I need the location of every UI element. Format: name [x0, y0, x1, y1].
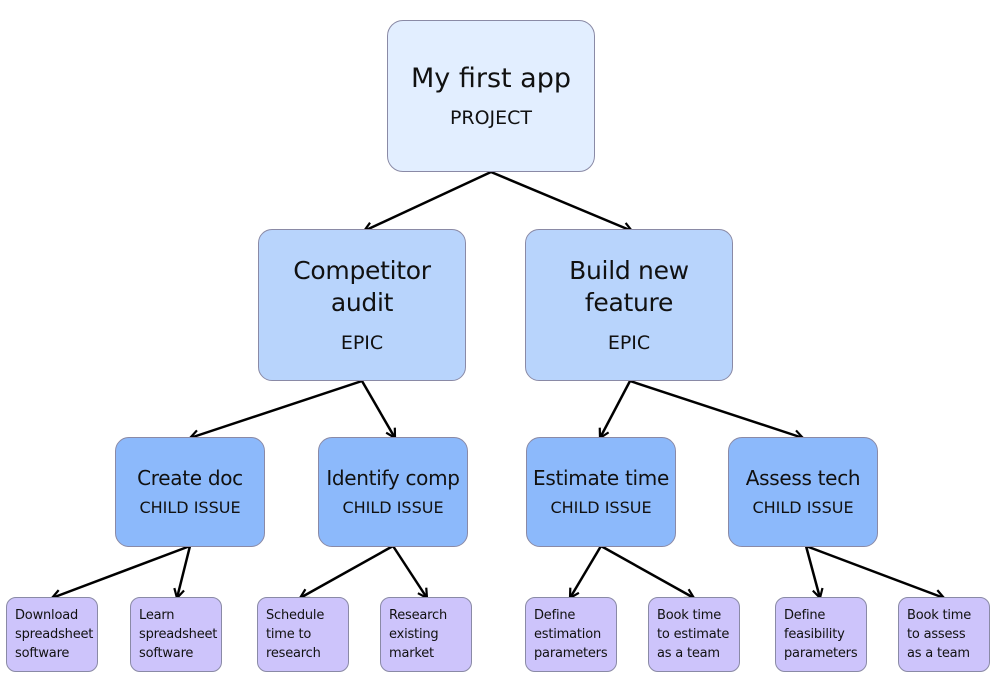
task-node-book-time-estimate: Book time to estimate as a team — [648, 597, 740, 672]
task-node-schedule-research: Schedule time to research — [257, 597, 349, 672]
task-node-download-spreadsheet: Download spreadsheet software — [6, 597, 98, 672]
child-issue-node-identify-comp: Identify comp CHILD ISSUE — [318, 437, 468, 547]
arrow-create-doc-to-learn — [177, 545, 192, 598]
child-issue-type-label: CHILD ISSUE — [342, 498, 444, 517]
arrow-assess-tech-to-define-feasibility — [804, 545, 820, 598]
epic-node-build-new-feature: Build new feature EPIC — [525, 229, 733, 381]
task-label: Book time to estimate as a team — [657, 608, 730, 661]
arrow-build-feature-to-estimate-time — [600, 380, 632, 438]
arrow-estimate-time-to-book-estimate — [600, 544, 694, 598]
child-issue-node-assess-tech: Assess tech CHILD ISSUE — [728, 437, 878, 547]
epic-type-label: EPIC — [607, 332, 651, 354]
epic-node-competitor-audit: Competitor audit EPIC — [258, 229, 466, 381]
task-label: Schedule time to research — [266, 608, 325, 661]
project-title: My first app — [410, 63, 572, 94]
task-label: Learn spreadsheet software — [139, 608, 218, 661]
arrow-competitor-audit-to-create-doc — [190, 379, 363, 438]
epic-type-label: EPIC — [340, 332, 384, 354]
child-issue-title: Assess tech — [745, 466, 861, 490]
project-node: My first app PROJECT — [387, 20, 595, 172]
arrow-build-feature-to-assess-tech — [629, 379, 803, 438]
task-node-define-estimation: Define estimation parameters — [525, 597, 617, 672]
child-issue-title: Create doc — [137, 466, 243, 490]
task-node-research-market: Research existing market — [380, 597, 472, 672]
child-issue-node-estimate-time: Estimate time CHILD ISSUE — [526, 437, 676, 547]
arrow-project-to-build-new-feature — [490, 170, 632, 231]
task-node-learn-spreadsheet: Learn spreadsheet software — [130, 597, 222, 672]
arrow-assess-tech-to-book-assess — [805, 544, 944, 598]
task-node-book-time-assess: Book time to assess as a team — [898, 597, 990, 672]
task-label: Research existing market — [389, 608, 448, 661]
task-node-define-feasibility: Define feasibility parameters — [775, 597, 867, 672]
child-issue-type-label: CHILD ISSUE — [550, 498, 652, 517]
arrow-create-doc-to-download — [52, 544, 191, 598]
epic-title: Competitor audit — [293, 256, 431, 317]
arrow-identify-comp-to-schedule — [300, 544, 394, 598]
task-label: Define estimation parameters — [534, 608, 608, 661]
child-issue-type-label: CHILD ISSUE — [752, 498, 854, 517]
child-issue-title: Estimate time — [533, 466, 669, 490]
arrow-competitor-audit-to-identify-comp — [360, 380, 395, 438]
task-label: Download spreadsheet software — [15, 608, 94, 661]
epic-title: Build new feature — [569, 256, 689, 317]
arrow-project-to-competitor-audit — [364, 170, 492, 231]
project-type-label: PROJECT — [449, 107, 533, 129]
child-issue-type-label: CHILD ISSUE — [139, 498, 241, 517]
arrow-identify-comp-to-research — [391, 545, 427, 598]
task-label: Define feasibility parameters — [784, 608, 858, 661]
child-issue-node-create-doc: Create doc CHILD ISSUE — [115, 437, 265, 547]
child-issue-title: Identify comp — [326, 466, 460, 490]
arrow-estimate-time-to-define-estimation — [570, 545, 603, 598]
task-label: Book time to assess as a team — [907, 608, 972, 661]
